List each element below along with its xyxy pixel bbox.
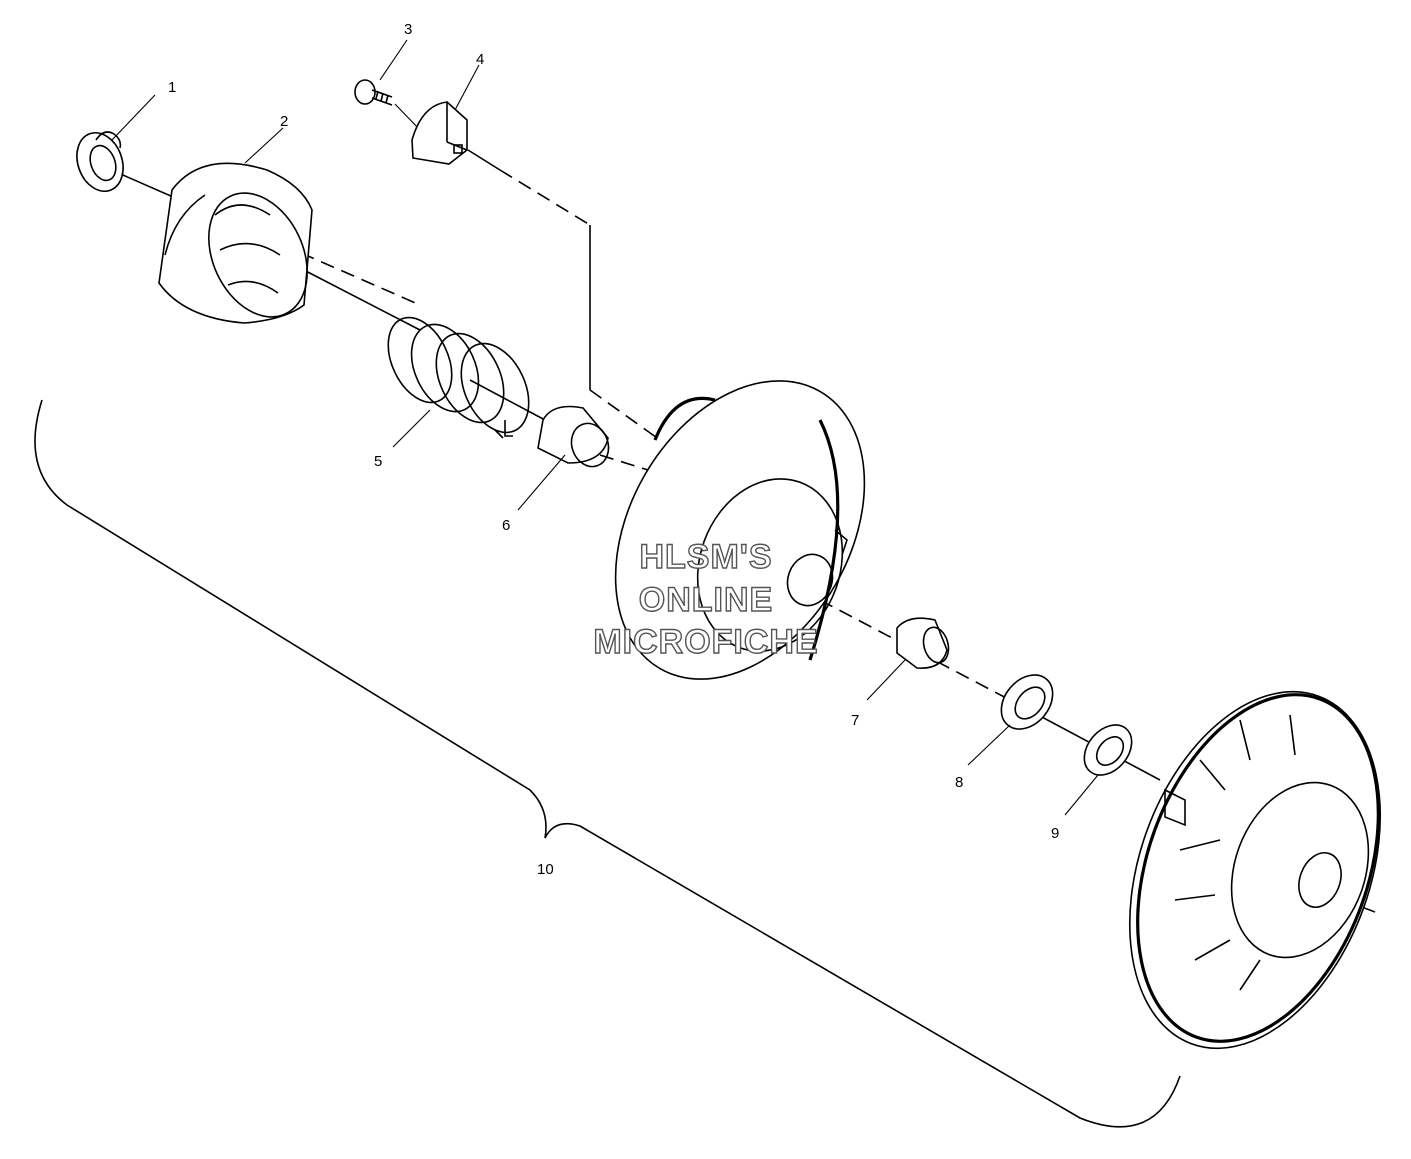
part-1-retaining-ring [76,131,124,192]
watermark: HLSM'S ONLINE MICROFICHE [593,537,819,661]
part-8-washer [1000,674,1054,730]
part-7-bushing [896,617,950,669]
part-9-washer [1083,724,1133,776]
callout-1: 1 [168,79,176,96]
callout-8: 8 [955,774,963,791]
part-6-bushing [537,405,610,468]
callout-4: 4 [476,51,484,68]
watermark-line-2: ONLINE [639,581,773,619]
part-10-brace [34,399,1181,1128]
callout-7: 7 [851,712,859,729]
callout-10: 10 [537,861,554,878]
part-4-leader-path [467,149,661,441]
watermark-line-3: MICROFICHE [593,623,818,661]
callout-5: 5 [374,453,382,470]
callout-9: 9 [1051,825,1059,842]
part-2-helix-cam [158,162,313,324]
part-3-screw [354,79,421,131]
fixed-sheave [1128,690,1382,1050]
callout-2: 2 [280,113,288,130]
callout-leaders [111,39,1099,816]
part-4-slider-button [411,101,468,165]
callout-6: 6 [502,517,510,534]
movable-sheave [614,380,866,680]
watermark-line-1: HLSM'S [639,538,772,576]
part-5-spring [387,316,530,439]
callout-3: 3 [404,21,412,38]
callout-numbers: 1 2 3 4 5 6 7 8 9 10 [168,21,1059,878]
